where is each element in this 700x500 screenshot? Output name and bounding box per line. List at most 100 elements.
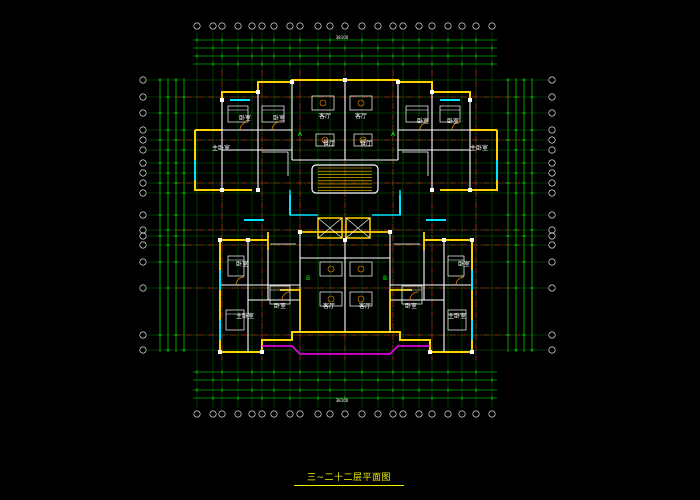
axis-bubble: [139, 169, 147, 177]
column: [220, 188, 224, 192]
axis-bubble: [139, 109, 147, 117]
column: [388, 230, 392, 234]
axis-bubble: [548, 169, 556, 177]
room-label: 主卧室: [448, 312, 466, 320]
column: [298, 230, 302, 234]
column: [428, 350, 432, 354]
room-label: 餐厅: [323, 139, 335, 147]
axis-bubble: [270, 410, 278, 418]
axis-bubble: [139, 126, 147, 134]
axis-bubble: [548, 226, 556, 234]
axis-bubble: [341, 410, 349, 418]
door-swing: [271, 121, 281, 131]
room-label: 客厅: [323, 302, 335, 310]
furniture-item: [353, 133, 373, 147]
axis-bubble: [548, 211, 556, 219]
unit-mark: B: [383, 275, 387, 282]
axis-bubble: [399, 410, 407, 418]
unit-mark: A: [391, 131, 396, 138]
bed: [405, 105, 429, 123]
axis-bubble: [193, 410, 201, 418]
room-label: 客厅: [319, 112, 331, 120]
column: [218, 238, 222, 242]
furniture-item: [311, 95, 335, 111]
furniture-item: [359, 136, 367, 144]
axis-bubble: [548, 76, 556, 84]
room-label: 卧室: [417, 117, 429, 125]
bed: [401, 285, 423, 305]
wall-path: [220, 230, 472, 352]
axis-bubble: [548, 146, 556, 154]
furniture-item: [357, 295, 365, 303]
room-label: 卧室: [458, 260, 470, 268]
axis-bubble: [389, 410, 397, 418]
axis-bubble: [139, 146, 147, 154]
column: [430, 90, 434, 94]
axis-bubble: [548, 189, 556, 197]
room-label: 餐厅: [360, 139, 372, 147]
room-label: 卧室: [447, 117, 459, 125]
elevator-shaft: [317, 217, 343, 239]
bed: [227, 105, 249, 123]
door-swing: [235, 276, 245, 286]
room-label: 客厅: [359, 302, 371, 310]
axis-bubble: [209, 22, 217, 30]
axis-bubble: [548, 331, 556, 339]
furniture-item: [319, 261, 343, 277]
drawing-title: 三~二十二层平面图: [294, 471, 404, 486]
bed: [261, 105, 285, 123]
axis-bubble: [286, 410, 294, 418]
axis-bubble: [428, 22, 436, 30]
axis-bubble: [548, 284, 556, 292]
door-swing: [455, 276, 465, 286]
column: [343, 238, 347, 242]
bed: [269, 285, 291, 305]
column: [256, 188, 260, 192]
overall-dimension-top: 38100: [336, 35, 349, 40]
door-swing: [239, 121, 249, 131]
door-swing: [451, 121, 461, 131]
axis-bubble: [548, 93, 556, 101]
elevator-shaft: [345, 217, 371, 239]
axis-bubble: [444, 22, 452, 30]
furniture-item: [319, 291, 343, 307]
axis-bubble: [286, 22, 294, 30]
column: [396, 80, 400, 84]
axis-grid: [139, 22, 556, 418]
axis-bubble: [358, 410, 366, 418]
bed: [225, 309, 245, 331]
axis-bubble: [139, 179, 147, 187]
axis-bubble: [548, 126, 556, 134]
axis-bubble: [248, 22, 256, 30]
axis-bubble: [548, 179, 556, 187]
bed: [439, 105, 461, 123]
bed: [447, 255, 465, 277]
furniture-fixtures: [225, 95, 467, 331]
axis-bubble: [458, 22, 466, 30]
axis-bubble: [270, 22, 278, 30]
axis-bubble: [139, 211, 147, 219]
door-swing: [281, 291, 291, 301]
wall-path: [221, 80, 471, 190]
elevator-cross: [317, 217, 343, 239]
axis-bubble: [139, 159, 147, 167]
room-label: 主卧室: [470, 144, 488, 152]
axis-bubble: [139, 232, 147, 240]
window-line: [289, 190, 401, 216]
wall-path: [194, 79, 498, 191]
axis-bubble: [548, 159, 556, 167]
axis-bubble: [548, 109, 556, 117]
axis-bubble: [139, 226, 147, 234]
bed: [227, 255, 245, 277]
wall-outline: [194, 78, 498, 355]
column: [468, 98, 472, 102]
elevator-cross: [345, 217, 371, 239]
furniture-item: [321, 136, 329, 144]
axis-bubble: [548, 232, 556, 240]
column: [343, 78, 347, 82]
axis-bubble: [193, 22, 201, 30]
room-label: 卧室: [236, 260, 248, 268]
axis-bubble: [139, 241, 147, 249]
column: [430, 188, 434, 192]
axis-bubble: [234, 22, 242, 30]
